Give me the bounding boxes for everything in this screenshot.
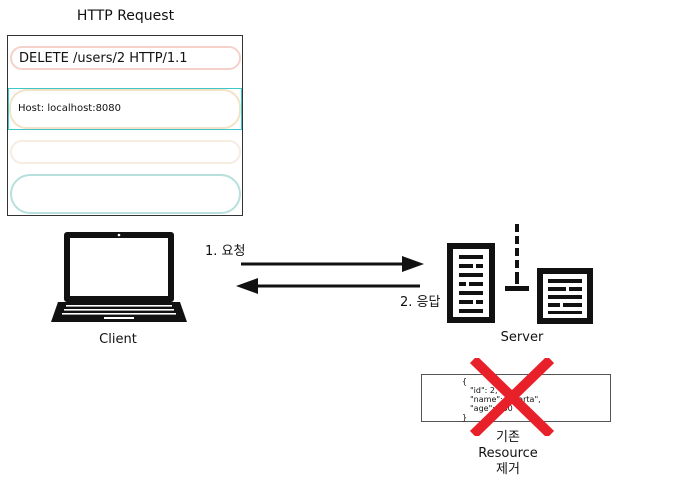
header-text: Host: localhost:8080 xyxy=(18,103,122,114)
arrows-graphic xyxy=(236,256,424,294)
laptop-icon xyxy=(51,232,187,322)
resource-caption-line2: Resource xyxy=(478,446,538,461)
request-line-row xyxy=(10,46,241,70)
resource-caption: 기존 Resource 제거 xyxy=(470,430,546,478)
resource-caption-line1: 기존 xyxy=(496,430,520,445)
json-line: } xyxy=(462,413,468,422)
json-line: { xyxy=(462,377,468,386)
json-line: "age": 100 xyxy=(470,404,513,413)
client-label: Client xyxy=(99,332,137,347)
request-arrow xyxy=(241,256,424,272)
http-request-title: HTTP Request xyxy=(76,8,175,24)
empty-line-row xyxy=(10,140,241,164)
server-icon xyxy=(447,224,593,324)
header-row-highlight xyxy=(8,88,242,130)
json-line: "id": 2, xyxy=(470,386,498,395)
body-row xyxy=(10,174,241,214)
request-line-text: DELETE /users/2 HTTP/1.1 xyxy=(19,51,188,66)
delete-cross-icon xyxy=(470,358,554,436)
server-label: Server xyxy=(500,330,544,345)
header-row xyxy=(9,89,241,129)
response-arrow-label: 2. 응답 xyxy=(400,295,441,310)
request-arrow-label: 1. 요청 xyxy=(205,244,246,259)
resource-caption-line3: 제거 xyxy=(496,462,520,477)
response-arrow xyxy=(236,278,420,294)
http-request-box: DELETE /users/2 HTTP/1.1 Host: localhost… xyxy=(7,35,243,216)
